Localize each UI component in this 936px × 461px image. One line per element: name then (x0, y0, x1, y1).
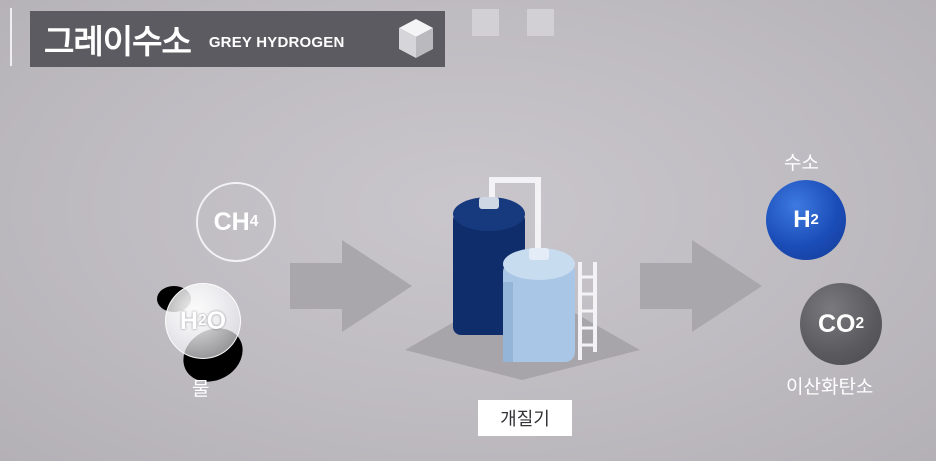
decor-square (527, 9, 554, 36)
decor-square (472, 9, 499, 36)
water-formula-h: H (179, 306, 198, 335)
cube-icon (399, 19, 433, 58)
header-divider (10, 8, 12, 66)
hydrogen-formula: H (793, 206, 811, 233)
water-formula-o: O (206, 306, 227, 335)
co2-formula: CO (817, 309, 856, 338)
hydrogen-label: 수소 (784, 153, 819, 174)
page-subtitle: GREY HYDROGEN (208, 33, 345, 51)
water-label: 물 (192, 379, 210, 400)
page-title: 그레이수소 (44, 23, 192, 60)
water-subscript: 2 (197, 312, 207, 329)
arrow-right-icon (290, 240, 412, 332)
co2-subscript: 2 (855, 315, 865, 332)
reformer-label: 개질기 (478, 400, 572, 436)
title-bar: 그레이수소 GREY HYDROGEN (30, 11, 445, 67)
co2-label: 이산화탄소 (786, 377, 874, 398)
methane-subscript: 4 (249, 213, 259, 230)
reformer-tank-icon (405, 177, 640, 380)
hydrogen-subscript: 2 (810, 212, 819, 228)
arrow-right-icon (640, 240, 762, 332)
methane-formula: CH (213, 207, 250, 236)
